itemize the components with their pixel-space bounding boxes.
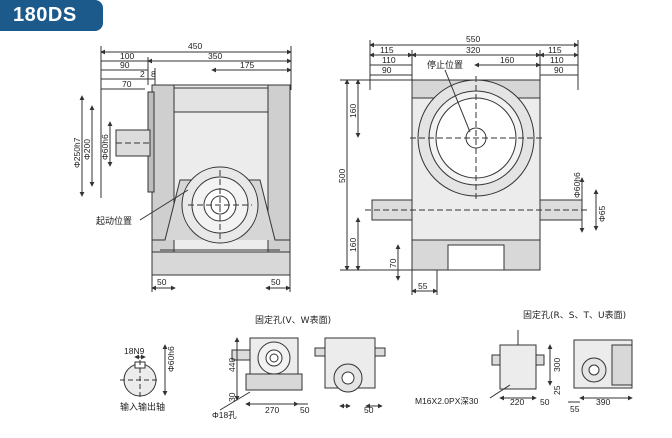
dim-50-left: 50 — [157, 277, 167, 287]
dim-300: 300 — [552, 358, 562, 372]
dim-100: 100 — [120, 51, 134, 61]
front-view — [79, 46, 292, 292]
dim-90: 90 — [120, 60, 130, 70]
dim-450: 450 — [188, 41, 202, 51]
dim-50-vw: 50 — [300, 405, 310, 415]
dim-phi60h6-side: Φ60h6 — [572, 172, 582, 198]
dim-phi250h7: Φ250h7 — [72, 137, 82, 168]
drawing-title: 180DS — [13, 4, 77, 26]
dim-350: 350 — [208, 51, 222, 61]
dim-phi65: Φ65 — [597, 205, 607, 222]
vw-mount-labels: 固定孔(V、W表面) 440 30 270 50 Φ18孔 50 — [212, 314, 374, 420]
label-thread-spec: M16X2.0PX深30 — [415, 396, 479, 406]
dim-160-bottom: 160 — [348, 238, 358, 252]
dim-390: 390 — [596, 397, 610, 407]
dim-110-right: 110 — [550, 55, 564, 65]
dim-115-right: 115 — [548, 45, 562, 55]
dim-500: 500 — [337, 169, 347, 183]
dim-90-left: 90 — [382, 65, 392, 75]
dim-50-vw2: 50 — [364, 405, 374, 415]
label-rstu-holes: 固定孔(R、S、T、U表面) — [523, 309, 626, 321]
dim-550: 550 — [466, 34, 480, 44]
label-stop-position: 停止位置 — [427, 59, 463, 71]
label-vw-holes: 固定孔(V、W表面) — [255, 314, 331, 326]
dim-25: 25 — [552, 385, 562, 395]
dim-90-right: 90 — [554, 65, 564, 75]
dim-175: 175 — [240, 60, 254, 70]
dim-phi200: Φ200 — [82, 139, 92, 160]
label-start-position: 起动位置 — [96, 215, 132, 227]
front-view-labels: 450 350 100 175 90 2 8 70 Φ250h7 Φ200 Φ6… — [72, 41, 281, 287]
dim-70: 70 — [122, 79, 132, 89]
rstu-mount-view — [489, 330, 633, 403]
dim-phi60h6-shaft: Φ60h6 — [166, 346, 176, 372]
label-input-output-shaft: 输入输出轴 — [120, 401, 165, 413]
side-view — [340, 40, 599, 295]
dim-440: 440 — [227, 358, 237, 372]
dim-phi18-hole: Φ18孔 — [212, 410, 237, 420]
dim-55-rstu: 55 — [570, 404, 580, 414]
dim-2: 2 — [140, 69, 145, 79]
side-view-labels: 550 115 320 115 110 160 110 90 90 停止位置 1… — [337, 34, 607, 291]
dim-320: 320 — [466, 45, 480, 55]
dim-30: 30 — [227, 392, 237, 402]
dim-220: 220 — [510, 397, 524, 407]
dim-18n9: 18N9 — [124, 346, 145, 356]
dim-50-right: 50 — [271, 277, 281, 287]
dim-110-left: 110 — [382, 55, 396, 65]
title-badge: 180DS — [0, 0, 103, 31]
dim-55: 55 — [418, 281, 428, 291]
shaft-detail-labels: 18N9 Φ60h6 输入输出轴 — [120, 346, 176, 413]
dim-115-left: 115 — [380, 45, 394, 55]
dim-160: 160 — [500, 55, 514, 65]
dim-270: 270 — [265, 405, 279, 415]
vw-mount-view — [219, 337, 386, 411]
dim-160-top: 160 — [348, 104, 358, 118]
dim-50-rstu: 50 — [540, 397, 550, 407]
dim-8: 8 — [151, 69, 156, 79]
rstu-mount-labels: 固定孔(R、S、T、U表面) 300 25 220 50 390 55 M16X… — [415, 309, 626, 414]
dim-phi60h6: Φ60h6 — [100, 134, 110, 160]
dim-70: 70 — [388, 258, 398, 268]
shaft-detail — [120, 344, 168, 400]
